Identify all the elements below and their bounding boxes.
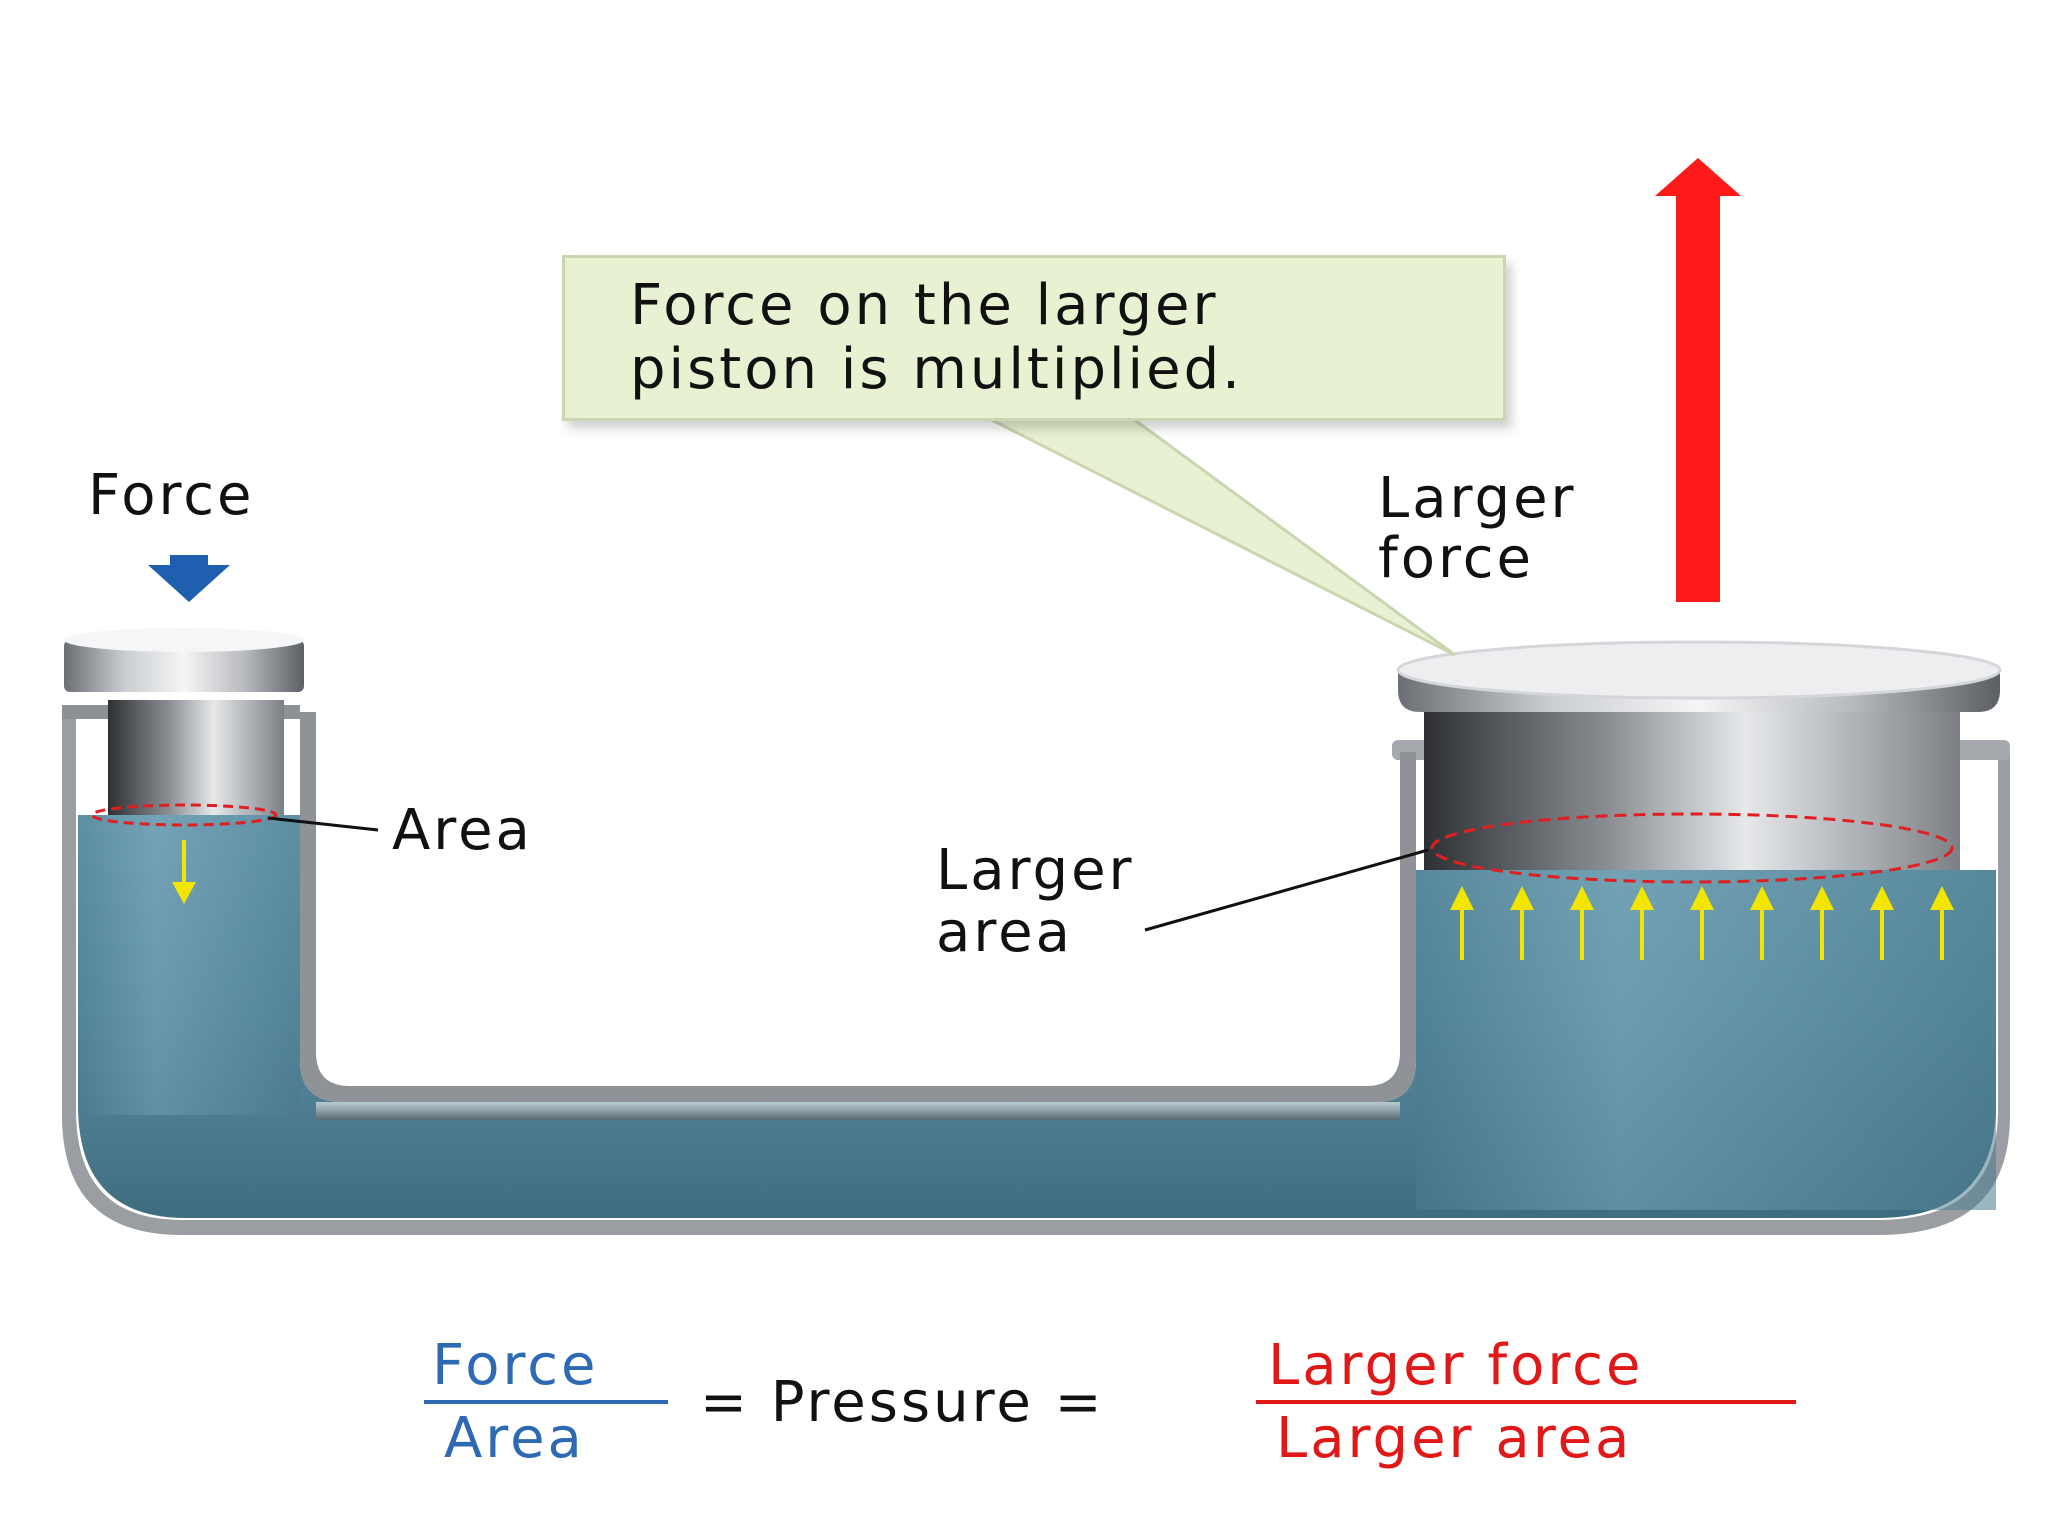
large-force-arrow-icon — [1655, 158, 1741, 602]
pressure-arrow-up — [1630, 886, 1654, 960]
force-label: Force — [88, 463, 255, 528]
small-pressure-arrow — [172, 840, 196, 904]
larger-area-leader-line — [1144, 848, 1429, 932]
callout-text: Force on the larger piston is multiplied… — [630, 274, 1243, 402]
small-force-arrow-icon — [148, 555, 230, 602]
equation-right-denominator: Larger area — [1276, 1406, 1633, 1471]
pressure-arrow-up — [1450, 886, 1474, 960]
large-piston-top — [1396, 640, 2002, 700]
callout-line-2: piston is multiplied. — [630, 337, 1243, 402]
equation-left-fraction-bar — [424, 1400, 668, 1404]
small-piston-top — [64, 628, 304, 652]
equation-right-numerator: Larger force — [1268, 1333, 1644, 1398]
pressure-arrow-up — [1690, 886, 1714, 960]
left-fluid-highlight — [78, 815, 300, 1115]
pressure-arrow-up — [1870, 886, 1894, 960]
small-piston-cap — [64, 640, 304, 692]
larger-area-label-line-2: area — [936, 900, 1073, 965]
right-fluid-highlight — [1416, 870, 1996, 1210]
bottom-tube-shine — [316, 1102, 1400, 1120]
equation-right-fraction-bar — [1256, 1400, 1796, 1404]
small-area-outline — [90, 803, 278, 827]
callout-line-1: Force on the larger — [630, 273, 1219, 338]
equation-pressure: = Pressure = — [700, 1370, 1105, 1435]
large-pressure-arrows — [1450, 886, 1954, 960]
larger-force-label-line-2: force — [1378, 526, 1535, 591]
larger-force-label-line-1: Larger — [1378, 466, 1577, 531]
callout-joint — [985, 412, 1125, 418]
larger-area-label-line-1: Larger — [936, 838, 1135, 903]
area-label: Area — [392, 798, 533, 863]
area-leader-line — [267, 816, 379, 832]
small-piston-body — [108, 700, 284, 815]
large-area-outline — [1430, 812, 1954, 884]
equation-left-numerator: Force — [432, 1333, 599, 1398]
pressure-arrow-up — [1750, 886, 1774, 960]
pressure-arrow-up — [1810, 886, 1834, 960]
inner-tube-edge — [300, 712, 1416, 1102]
pressure-arrow-up — [1570, 886, 1594, 960]
large-piston-body — [1424, 700, 1960, 870]
pressure-arrow-up — [1930, 886, 1954, 960]
pressure-arrow-up — [1510, 886, 1534, 960]
equation-left-denominator: Area — [444, 1406, 585, 1471]
callout-box: Force on the larger piston is multiplied… — [562, 255, 1506, 421]
